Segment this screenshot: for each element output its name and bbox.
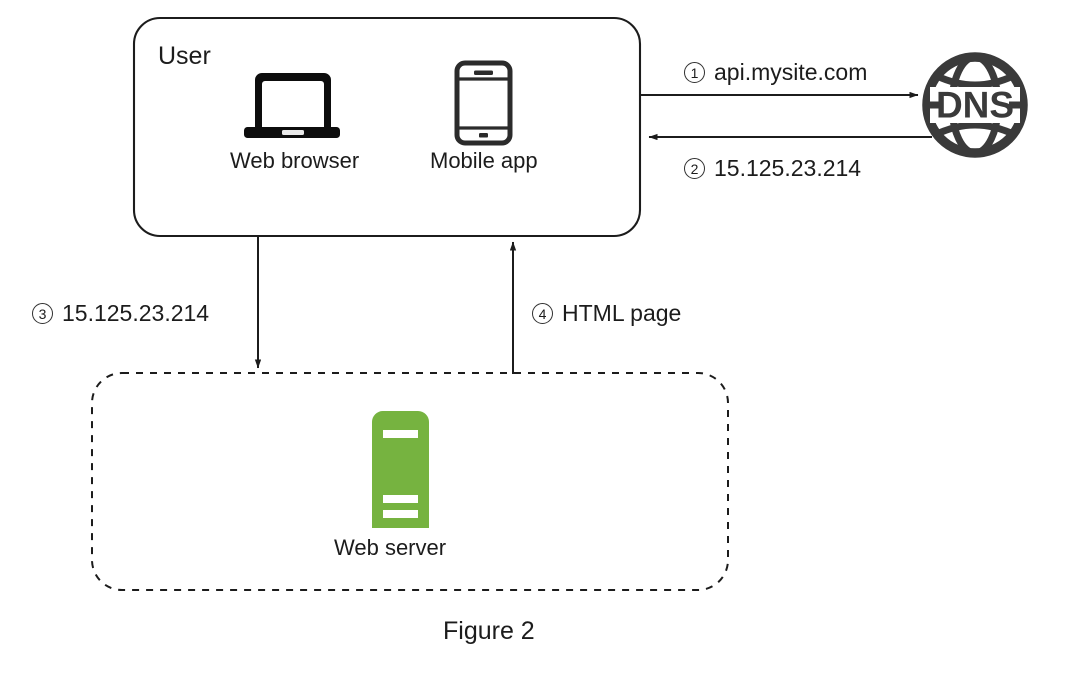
step-2-number: 2 (684, 158, 705, 179)
step-2-label: 15.125.23.214 (714, 155, 862, 181)
mobile-phone-icon (454, 60, 513, 146)
step-4-annotation: 4 HTML page (532, 302, 681, 325)
step-1-number: 1 (684, 62, 705, 83)
step-3-number: 3 (32, 303, 53, 324)
server-icon (372, 411, 429, 528)
globe-icon: DNS (922, 52, 1028, 158)
laptop-icon (244, 73, 340, 138)
figure-caption: Figure 2 (443, 617, 535, 645)
dns-label: DNS (936, 85, 1014, 126)
web-server-box (91, 372, 729, 591)
step-1-label: api.mysite.com (714, 59, 868, 85)
step-4-label: HTML page (562, 300, 682, 326)
step-4-number: 4 (532, 303, 553, 324)
step-2-annotation: 2 15.125.23.214 (684, 157, 861, 180)
web-browser-label: Web browser (230, 148, 360, 173)
step-3-annotation: 3 15.125.23.214 (32, 302, 209, 325)
user-box-title: User (158, 42, 211, 70)
step-3-label: 15.125.23.214 (62, 300, 210, 326)
mobile-app-label: Mobile app (430, 148, 538, 173)
web-server-label: Web server (334, 535, 447, 560)
user-box (132, 16, 642, 238)
step-1-annotation: 1 api.mysite.com (684, 61, 867, 84)
